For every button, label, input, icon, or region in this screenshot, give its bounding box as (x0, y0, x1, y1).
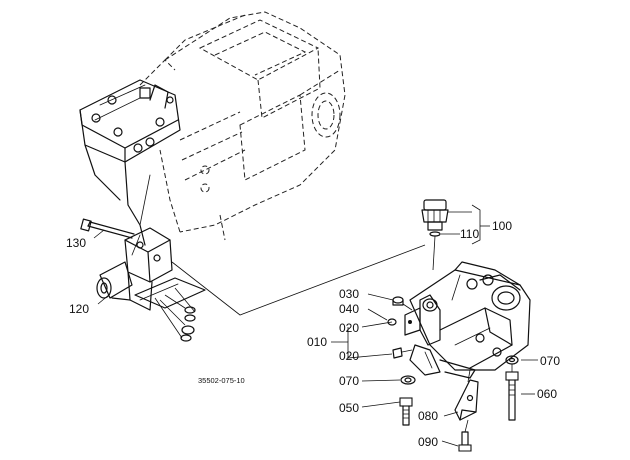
bolt-050 (399, 397, 413, 426)
callout-060: 060 (537, 387, 557, 401)
leader-lines (93, 229, 538, 447)
callout-110: 110 (460, 227, 479, 241)
callout-010: 010 (307, 335, 327, 349)
callout-070-left: 070 (339, 374, 359, 388)
callout-020-upper: 020 (339, 321, 359, 335)
callout-070-right: 070 (540, 354, 560, 368)
lift-housing (404, 261, 531, 379)
callout-090: 090 (418, 435, 438, 449)
stud-060 (505, 355, 519, 421)
callout-050: 050 (339, 401, 359, 415)
callout-040: 040 (339, 302, 359, 316)
sensor-switch (421, 199, 490, 271)
callout-100: 100 (492, 219, 512, 233)
figure-code: 35502-075-10 (198, 376, 245, 385)
callout-120: 120 (69, 302, 89, 316)
connecting-line (171, 244, 426, 316)
callout-020-lower: 020 (339, 349, 359, 363)
callout-130: 130 (66, 236, 86, 250)
bracket-080 (454, 369, 479, 452)
transmission-housing-outline (139, 11, 346, 241)
hydraulic-cover (79, 79, 181, 246)
small-fittings (387, 296, 416, 385)
callout-030: 030 (339, 287, 359, 301)
callout-080: 080 (418, 409, 438, 423)
valve-assembly (80, 218, 206, 342)
